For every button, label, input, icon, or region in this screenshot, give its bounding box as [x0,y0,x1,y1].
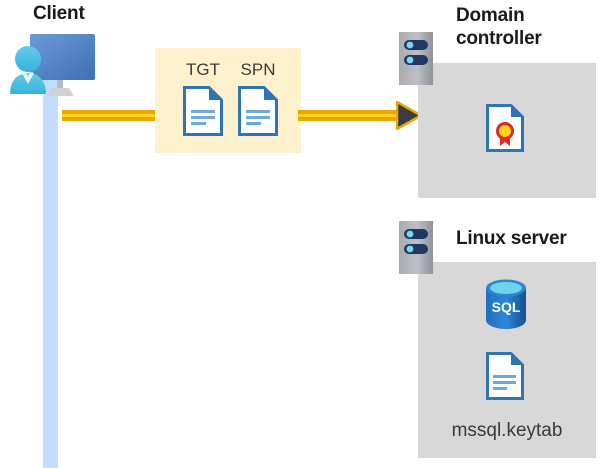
linux-server-title: Linux server [456,228,567,249]
arrow-head-icon [395,100,423,131]
client-user-computer-icon [6,28,98,100]
document-icon-tgt [183,86,223,136]
server-rack-icon-linux-server [399,221,433,274]
keytab-document-icon [486,352,524,400]
document-icon-spn [238,86,278,136]
server-rack-icon-domain-controller [399,32,433,85]
message-box-tgt-spn: TGT SPN [155,48,301,153]
domain-controller-title: Domain controller [456,5,542,49]
flow-line-client-to-message [62,110,157,121]
client-title: Client [33,3,85,24]
flow-line-message-to-dc [298,110,401,121]
keytab-filename-label: mssql.keytab [451,420,563,441]
certificate-document-icon [486,104,524,152]
sql-database-icon: SQL [484,279,528,329]
message-label-spn: SPN [240,60,276,79]
message-label-tgt: TGT [186,60,220,79]
client-lifeline [43,64,58,468]
sql-icon-label: SQL [492,299,521,315]
